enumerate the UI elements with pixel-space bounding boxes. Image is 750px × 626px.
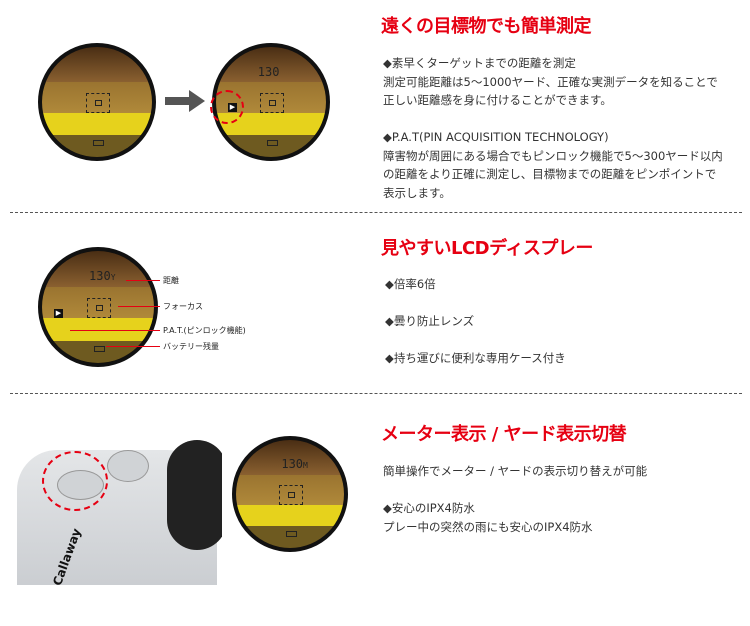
label-focus: フォーカス bbox=[163, 302, 203, 311]
section-body-easy-measure: ◆素早くターゲットまでの距離を測定 測定可能距離は5～1000ヤード、正確な実測… bbox=[383, 56, 723, 200]
section-body-lcd: ◆倍率6倍 ◆曇り防止レンズ ◆持ち運びに便利な専用ケース付き bbox=[385, 277, 566, 365]
scope-meter-view: 130M bbox=[232, 436, 348, 552]
label-battery: バッテリー残量 bbox=[163, 342, 219, 351]
focus-reticle bbox=[87, 298, 111, 318]
battery-indicator bbox=[93, 345, 105, 352]
flag-icon: ▶ bbox=[54, 309, 63, 318]
highlight-circle bbox=[42, 451, 108, 511]
distance-readout: 130 bbox=[257, 64, 280, 79]
section-title-unit-switch: メーター表示 / ヤード表示切替 bbox=[381, 424, 627, 445]
battery-indicator bbox=[285, 531, 297, 538]
scope-view-after: 130 ▶ bbox=[212, 43, 330, 161]
label-distance: 距離 bbox=[163, 276, 179, 285]
highlight-circle bbox=[210, 90, 244, 124]
divider bbox=[10, 212, 742, 213]
label-pat: P.A.T.(ピンロック機能) bbox=[163, 326, 246, 335]
distance-readout: 130 bbox=[281, 457, 304, 472]
section-title-lcd: 見やすいLCDディスプレー bbox=[381, 238, 593, 259]
battery-indicator bbox=[92, 140, 104, 146]
mode-button bbox=[107, 450, 149, 482]
leader-line bbox=[70, 330, 160, 331]
leader-line bbox=[126, 280, 160, 281]
unit-label: Y bbox=[110, 272, 116, 282]
scope-view-before bbox=[38, 43, 156, 161]
section-title-easy-measure: 遠くの目標物でも簡単測定 bbox=[381, 16, 592, 37]
focus-reticle bbox=[279, 485, 303, 505]
arrow-right-icon bbox=[165, 90, 205, 116]
distance-readout: 130 bbox=[89, 268, 111, 283]
scope-lcd-view: 130Y ▶ bbox=[38, 247, 158, 367]
unit-label: M bbox=[303, 461, 308, 471]
divider bbox=[10, 393, 742, 394]
focus-reticle bbox=[86, 93, 110, 113]
focus-reticle bbox=[260, 93, 284, 113]
leader-line bbox=[106, 346, 160, 347]
leader-line bbox=[118, 306, 160, 307]
section-body-unit-switch: 簡単操作でメーター / ヤードの表示切り替えが可能 ◆安心のIPX4防水 プレー… bbox=[383, 464, 648, 534]
battery-indicator bbox=[266, 140, 278, 146]
rangefinder-device-image: Callaway bbox=[17, 440, 222, 585]
